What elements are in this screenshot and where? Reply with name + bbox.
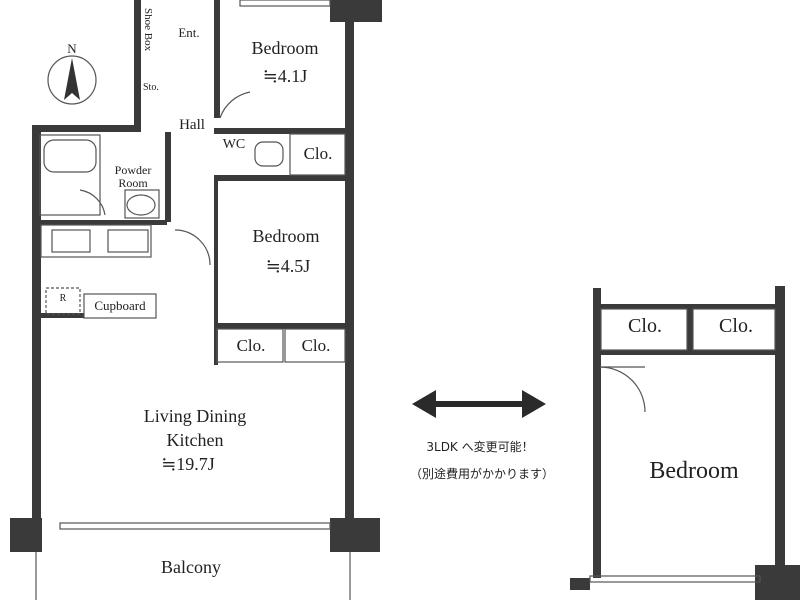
closet-label: Clo. xyxy=(301,336,331,355)
swap-arrow xyxy=(412,390,546,418)
change-note-line2: （別途費用がかかります） xyxy=(409,467,555,481)
entrance-label: Ent. xyxy=(178,25,200,40)
shoe-box-label: Shoe Box xyxy=(142,8,154,52)
change-note-line1: 3LDK へ変更可能！ xyxy=(426,440,534,454)
compass-needle xyxy=(64,58,80,100)
fixtures xyxy=(35,0,776,600)
wc-label: WC xyxy=(222,137,246,152)
ldk-area: ≒19.7J xyxy=(161,454,215,474)
alt-bedroom-label: Bedroom xyxy=(649,458,739,484)
closet-label: Clo. xyxy=(303,144,333,163)
powder-room-label: Powder Room xyxy=(114,163,152,190)
storage-label: Sto. xyxy=(143,82,159,93)
walls xyxy=(10,0,800,600)
compass-north-label: N xyxy=(67,41,77,56)
hall-label: Hall xyxy=(179,117,205,133)
bedroom1-area: ≒4.1J xyxy=(262,66,308,86)
cupboard-label: Cupboard xyxy=(94,298,146,313)
closet-label: Clo. xyxy=(236,336,266,355)
bedroom2-area: ≒4.5J xyxy=(265,256,311,276)
alt-closet-right-label: Clo. xyxy=(719,315,753,337)
bedroom1-name: Bedroom xyxy=(251,38,319,58)
alt-closet-left-label: Clo. xyxy=(628,315,662,337)
balcony-label: Balcony xyxy=(161,557,221,577)
ldk-name: Living Dining Kitchen xyxy=(143,406,247,450)
bedroom2-name: Bedroom xyxy=(252,226,320,246)
refrigerator-label: R xyxy=(59,293,67,304)
